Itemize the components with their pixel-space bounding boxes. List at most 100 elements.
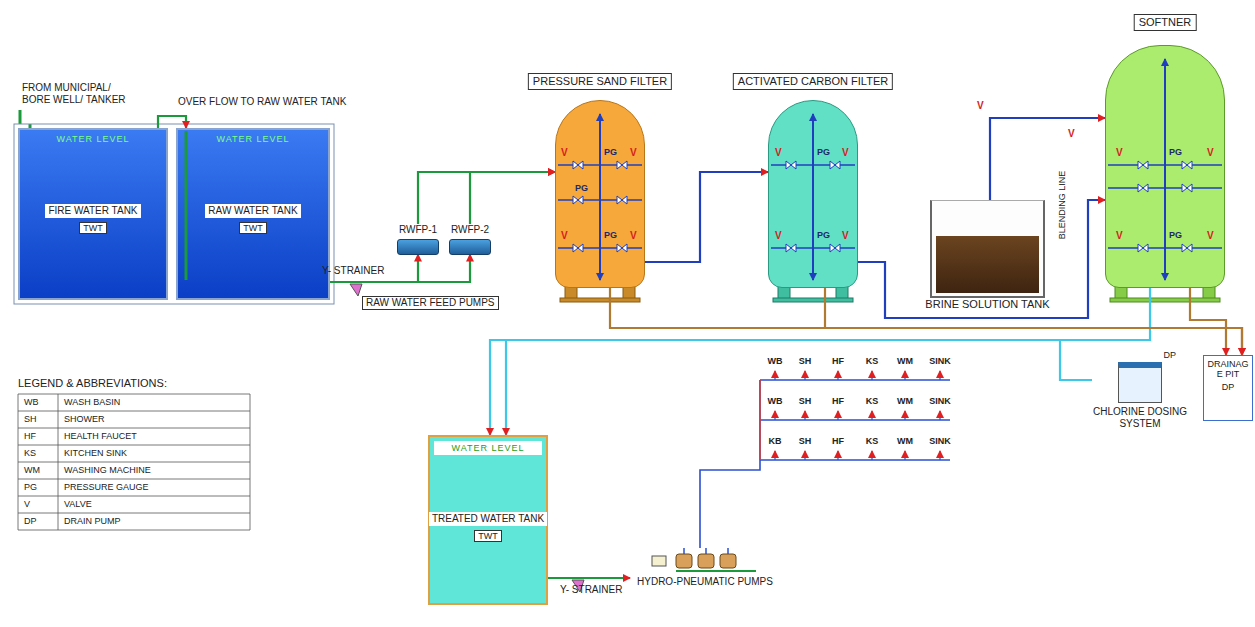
legend-abbreviation: HF [24, 431, 36, 441]
pump-pipe [727, 548, 729, 554]
tank-frame [14, 124, 334, 304]
gauge-tag: PG [604, 147, 617, 157]
brine-liquid [936, 236, 1039, 293]
valve-tag: V [1116, 230, 1123, 242]
fixture-stub [904, 451, 905, 460]
pipe-connector [506, 340, 1092, 435]
pipe-connector [158, 116, 186, 128]
valve-tag: V [977, 100, 984, 112]
valve-tag: V [1207, 147, 1214, 159]
fixture-tag: SINK [929, 396, 951, 406]
drain-pump-tag: DP [1163, 350, 1176, 360]
pump-header [676, 570, 756, 572]
fixture-stub [774, 411, 775, 420]
valve-tag: V [630, 230, 637, 242]
pump-body [397, 239, 439, 255]
distribution-piping [759, 380, 761, 460]
vessel-legs [773, 298, 853, 302]
note-label: RAW WATER FEED PUMPS [362, 296, 499, 310]
legend-table [18, 394, 250, 530]
vessel-heading: PRESSURE SAND FILTER [528, 73, 672, 90]
pipe-connector [490, 288, 1150, 435]
legend-abbreviation: WM [24, 465, 40, 475]
fixture-stub [939, 451, 940, 460]
pipe-connector [1190, 288, 1226, 355]
water-level: WATER LEVEL [434, 441, 542, 455]
valve-tag: V [842, 230, 849, 242]
legend-text: SHOWER [64, 414, 105, 424]
pit-tag: DP [1222, 382, 1235, 392]
fixture-stub [804, 411, 805, 420]
filter-vessel: SOFTNER [1105, 45, 1225, 288]
inlet-pipe [19, 110, 22, 124]
vessel-legs [1110, 286, 1220, 302]
fixture-stub [837, 371, 838, 380]
fixture-stub [774, 371, 775, 380]
pump-body [720, 554, 736, 568]
pipe-connector [645, 172, 768, 262]
water-level: WATER LEVEL [56, 134, 129, 144]
filter-vessel: ACTIVATED CARBON FILTER [768, 100, 858, 288]
valve-tag: V [1207, 230, 1214, 242]
note-label: Y- STRAINER [322, 265, 384, 277]
fixture-stub [774, 451, 775, 460]
fixture-tag: KS [866, 396, 879, 406]
gauge-tag: PG [817, 230, 830, 240]
legend-text: KITCHEN SINK [64, 448, 127, 458]
pump-icons [650, 548, 760, 574]
valve-tag: V [1068, 128, 1075, 140]
water-tank: WATER LEVELRAW WATER TANKTWT [176, 128, 330, 300]
dosing-tank [1118, 362, 1162, 403]
distribution-piping [700, 380, 950, 548]
drain-pit: DRAINAGE PIT DP [1203, 355, 1253, 421]
pipe-connector [610, 288, 1242, 355]
pump: RWFP-1 [394, 224, 442, 255]
legend-abbreviation: KS [24, 448, 36, 458]
fixture-tag: HF [832, 356, 844, 366]
water-level: WATER LEVEL [216, 134, 289, 144]
pit-name: DRAINAGE PIT [1205, 359, 1251, 380]
gauge-tag: PG [817, 147, 830, 157]
vessel-legs [1110, 298, 1220, 302]
fixture-tag: SINK [929, 436, 951, 446]
fixture-stub [871, 371, 872, 380]
legend-table [18, 394, 250, 530]
tank-body: TREATED WATER TANKTWT [429, 455, 547, 599]
fixture-tag: SH [799, 396, 812, 406]
valve-tag: V [775, 147, 782, 159]
gauge-tag: PG [604, 230, 617, 240]
tank-name: FIRE WATER TANK [45, 204, 140, 218]
distribution-piping [700, 380, 760, 548]
pipe-connector [470, 172, 555, 224]
pump-tag: RWFP-2 [451, 224, 489, 236]
fixture-tag: WB [768, 356, 783, 366]
fixture-tag: KS [866, 436, 879, 446]
legend-abbreviation: WB [24, 397, 39, 407]
filter-vessel: PRESSURE SAND FILTER [555, 100, 645, 288]
fixture-tag: HF [832, 436, 844, 446]
water-tank: WATER LEVELTREATED WATER TANKTWT [428, 435, 548, 605]
pipe-connector [990, 118, 1105, 200]
strainer-symbol [350, 284, 362, 296]
pump-body [676, 554, 692, 568]
note-label: LEGEND & ABBREVIATIONS: [18, 377, 167, 390]
vessel-legs [560, 286, 640, 302]
legend-text: VALVE [64, 499, 92, 509]
gauge-tag: PG [575, 183, 588, 193]
legend-abbreviation: PG [24, 482, 37, 492]
valve-tag: V [1116, 147, 1123, 159]
tank-body: FIRE WATER TANKTWT [45, 144, 140, 294]
legend-abbreviation: SH [24, 414, 37, 424]
fixture-stub [837, 451, 838, 460]
note-label: OVER FLOW TO RAW WATER TANK [178, 96, 346, 108]
pipe-connector [858, 200, 1105, 318]
fixture-stub [804, 451, 805, 460]
legend-text: DRAIN PUMP [64, 516, 121, 526]
pump-set-name: HYDRO-PNEUMATIC PUMPS [637, 576, 773, 588]
valve-tag: V [561, 230, 568, 242]
vessel-legs [773, 286, 853, 302]
fixture-tag: WB [768, 396, 783, 406]
